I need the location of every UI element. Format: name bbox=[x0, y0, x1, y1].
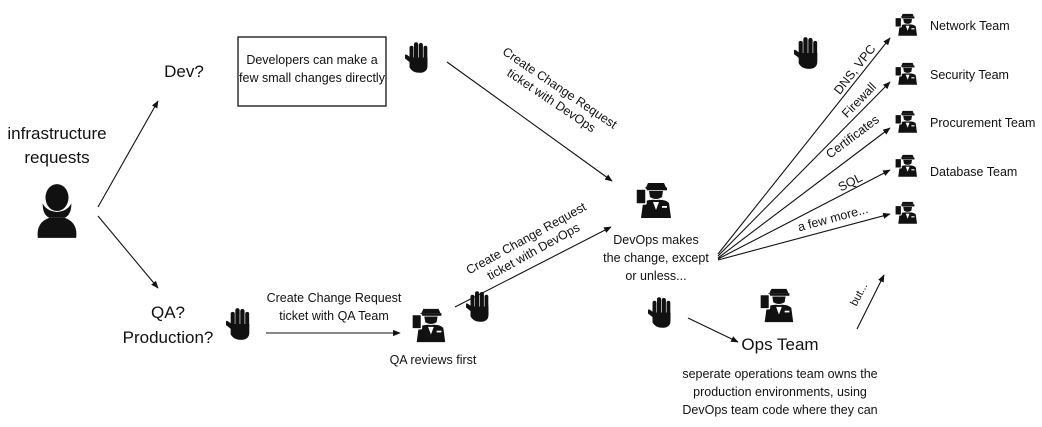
qa-team: QA reviews first bbox=[390, 308, 477, 367]
requester-title-line1: infrastructure bbox=[7, 124, 106, 143]
officer-icon bbox=[894, 110, 918, 134]
officer-icon bbox=[894, 201, 918, 225]
edge-label-qa-to-qateam-line2: ticket with QA Team bbox=[279, 309, 389, 323]
env-production-label: Production? bbox=[123, 328, 214, 347]
devops-line3: or unless... bbox=[625, 269, 686, 283]
stop-hand-icon bbox=[226, 308, 250, 340]
person-silhouette-icon bbox=[37, 184, 77, 238]
requester: infrastructure requests bbox=[7, 124, 107, 238]
ops-team-title: Ops Team bbox=[741, 335, 818, 354]
dev-note: Developers can make a few small changes … bbox=[237, 36, 387, 107]
devops-line1: DevOps makes bbox=[613, 233, 698, 247]
edge-devops-to-database bbox=[717, 169, 891, 260]
officer-icon bbox=[894, 13, 918, 37]
team-procurement: Procurement Team bbox=[894, 110, 1035, 134]
devops: DevOps makes the change, except or unles… bbox=[603, 182, 709, 283]
ops-team-desc-line2: production environments, using bbox=[693, 385, 867, 399]
edges bbox=[97, 37, 891, 343]
edge-devops-to-procurement bbox=[717, 127, 891, 259]
officer-icon bbox=[411, 308, 446, 343]
team-procurement-label: Procurement Team bbox=[930, 116, 1035, 130]
edge-devops-to-network bbox=[717, 37, 891, 255]
edge-devops-to-more bbox=[717, 212, 891, 261]
devops-line2: the change, except bbox=[603, 251, 709, 265]
stop-hand-icon bbox=[405, 42, 428, 73]
edge-requester-to-dev bbox=[97, 100, 159, 208]
env-qa-label: QA? bbox=[151, 303, 185, 322]
team-security: Security Team bbox=[894, 62, 1009, 86]
edge-devops-to-ops bbox=[687, 317, 739, 343]
officer-icon bbox=[635, 182, 672, 219]
ops-team-desc-line3: DevOps team code where they can bbox=[682, 403, 877, 417]
dev-note-line1: Developers can make a bbox=[246, 53, 377, 67]
team-database: Database Team bbox=[894, 154, 1017, 179]
team-other bbox=[894, 201, 918, 225]
ops-team-desc-line1: seperate operations team owns the bbox=[682, 367, 877, 381]
edge-label-dev-to-devops-line1: Create Change Request bbox=[500, 45, 620, 132]
officer-icon bbox=[894, 62, 918, 86]
team-database-label: Database Team bbox=[930, 165, 1017, 179]
edge-dev-to-devops bbox=[446, 61, 613, 182]
edge-devops-to-security bbox=[717, 81, 891, 257]
dev-note-box bbox=[237, 36, 387, 107]
edge-label-qa-to-qateam-line1: Create Change Request bbox=[267, 291, 402, 305]
officer-icon bbox=[894, 154, 918, 178]
env-dev-label: Dev? bbox=[164, 62, 204, 81]
stop-hand-icon bbox=[794, 37, 818, 69]
stop-hand-icon bbox=[648, 297, 671, 328]
edge-ops-but bbox=[856, 274, 885, 330]
ops-team: Ops Team seperate operations team owns t… bbox=[682, 288, 878, 417]
team-network: Network Team bbox=[894, 13, 1010, 37]
dev-note-line2: few small changes directly bbox=[239, 71, 386, 85]
qa-team-caption: QA reviews first bbox=[390, 353, 477, 367]
edge-label-dev-to-devops: Create Change Request ticket with DevOps bbox=[500, 45, 620, 136]
team-security-label: Security Team bbox=[930, 68, 1009, 82]
stop-hand-icon bbox=[466, 291, 489, 322]
edge-label-ops-but: but... bbox=[848, 281, 870, 308]
officer-icon bbox=[759, 288, 794, 323]
team-network-label: Network Team bbox=[930, 19, 1010, 33]
requester-title-line2: requests bbox=[24, 148, 89, 167]
edge-requester-to-qa bbox=[97, 215, 159, 289]
